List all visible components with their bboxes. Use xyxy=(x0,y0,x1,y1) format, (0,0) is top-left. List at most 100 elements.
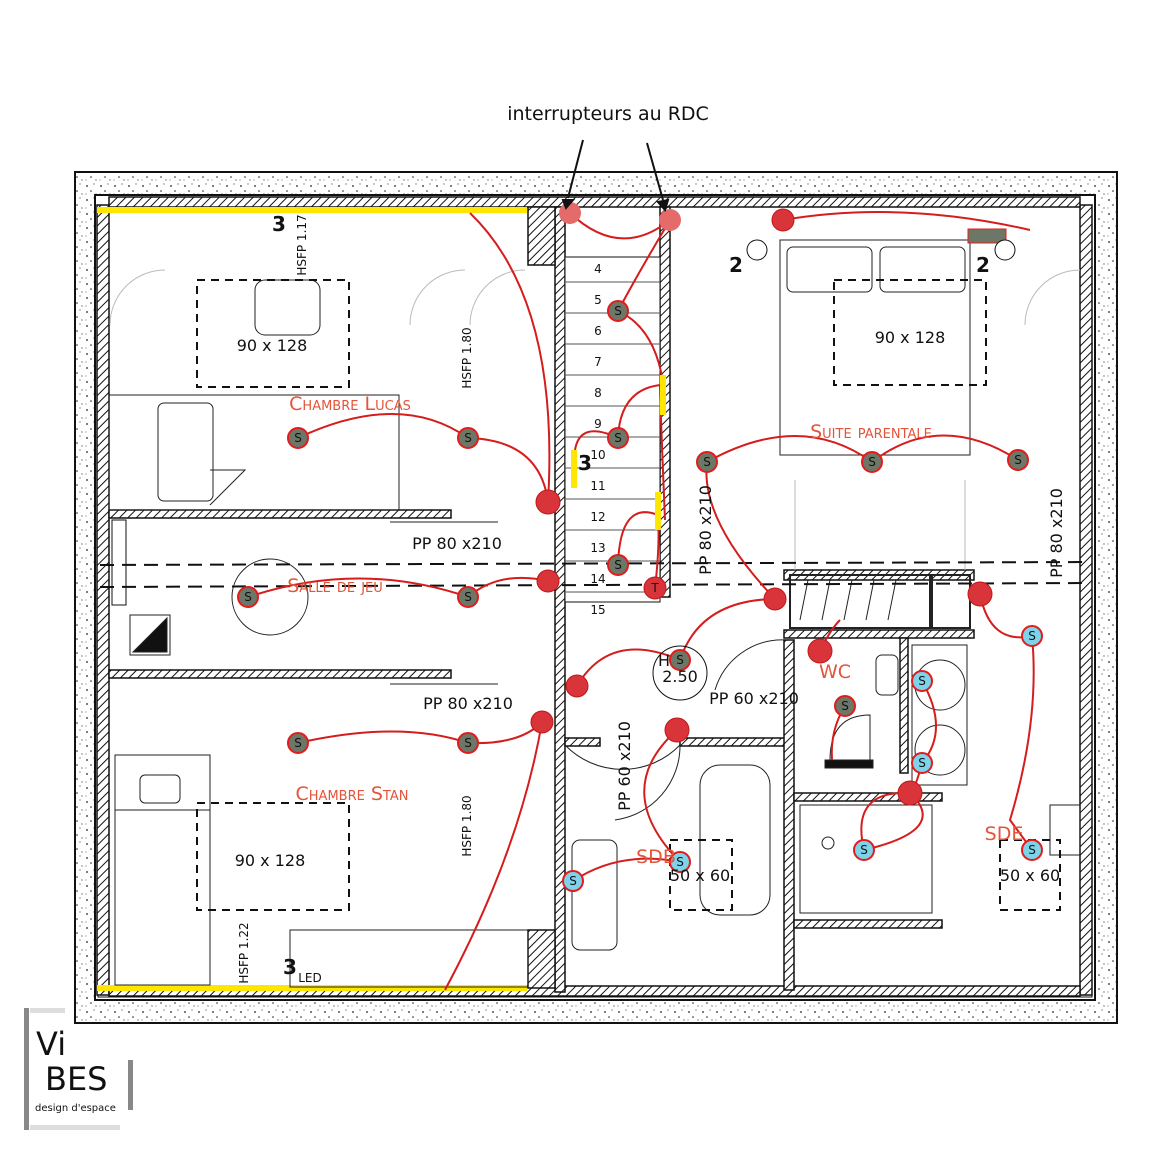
socket-wet: S xyxy=(911,670,933,692)
socket-dry: S xyxy=(1007,449,1029,471)
logo-tagline: design d'espace xyxy=(35,1103,116,1114)
marker-3-stairs: 3 xyxy=(578,451,592,475)
stair-step-number: 13 xyxy=(590,541,605,555)
room-label-chambre-stan: Chambre Stan xyxy=(296,783,409,805)
wall-light xyxy=(967,228,1007,244)
socket-dry: S xyxy=(669,649,691,671)
socket-label: S xyxy=(676,653,684,667)
socket-label: S xyxy=(1014,453,1022,467)
socket-icon xyxy=(562,870,584,892)
socket-icon xyxy=(1007,449,1029,471)
switch xyxy=(664,717,690,743)
socket-label: S xyxy=(244,590,252,604)
desk-dim-lucas: 90 x 128 xyxy=(237,336,308,355)
socket-label: S xyxy=(868,455,876,469)
wall-light xyxy=(994,239,1016,261)
socket-icon xyxy=(911,752,933,774)
door-dim-suite: PP 80 x210 xyxy=(696,485,715,575)
switch-rdc-1 xyxy=(559,202,581,224)
socket-dry: S xyxy=(607,554,629,576)
socket-label: S xyxy=(614,431,622,445)
socket-icon xyxy=(607,554,629,576)
socket-label: S xyxy=(918,674,926,688)
sdb-zone-dim: 50 x 60 xyxy=(670,866,730,885)
room-label-wc: WC xyxy=(819,661,851,683)
socket-dry: S xyxy=(457,732,479,754)
annotation-arrows xyxy=(561,139,670,213)
socket-icon xyxy=(457,427,479,449)
socket-label: S xyxy=(1028,843,1036,857)
socket-label: S xyxy=(703,455,711,469)
socket-dry: S xyxy=(287,732,309,754)
door-dim-stan: PP 80 x210 xyxy=(423,694,513,713)
socket-icon xyxy=(237,586,259,608)
switch xyxy=(771,208,795,232)
room-label-suite-parentale: Suite parentale xyxy=(810,421,932,443)
room-label-chambre-lucas: Chambre Lucas xyxy=(289,393,411,415)
socket-icon xyxy=(834,695,856,717)
led-strip-stairs xyxy=(571,450,577,488)
socket-icon xyxy=(669,851,691,873)
switch xyxy=(530,710,554,734)
stair-step-number: 10 xyxy=(590,448,605,462)
stair-step-number: 8 xyxy=(594,386,602,400)
annotation-label: interrupteurs au RDC xyxy=(507,103,709,125)
hsfp-lucas: HSFP 1.80 xyxy=(460,327,474,388)
stair-step-number: 15 xyxy=(590,603,605,617)
socket-label: S xyxy=(1028,629,1036,643)
switch xyxy=(565,674,589,698)
socket-icon xyxy=(457,732,479,754)
socket-wet: S xyxy=(853,839,875,861)
stair-step-number: 14 xyxy=(590,572,605,586)
socket-wet: S xyxy=(562,870,584,892)
socket-icon xyxy=(911,670,933,692)
socket-label: S xyxy=(860,843,868,857)
stair-step-number: 11 xyxy=(590,479,605,493)
desk-dim-suite: 90 x 128 xyxy=(875,328,946,347)
switch xyxy=(763,587,787,611)
socket-icon xyxy=(861,451,883,473)
switch xyxy=(536,569,560,593)
logo-line1: Vi xyxy=(36,1025,66,1063)
door-dim-wc: PP 60 x210 xyxy=(709,689,799,708)
stair-step-number: 4 xyxy=(594,262,602,276)
ceiling-h-label: H xyxy=(658,651,670,670)
room-label-sde: SDE xyxy=(985,823,1024,845)
socket-label: S xyxy=(464,736,472,750)
door-dim-right: PP 80 x210 xyxy=(1047,488,1066,578)
socket-label: S xyxy=(918,756,926,770)
socket-dry: S xyxy=(287,427,309,449)
socket-wet: S xyxy=(911,752,933,774)
socket-label: S xyxy=(614,304,622,318)
socket-icon xyxy=(696,451,718,473)
socket-icon xyxy=(607,300,629,322)
socket-icon xyxy=(607,427,629,449)
socket-dry: S xyxy=(834,695,856,717)
wall-light xyxy=(746,239,768,261)
stair-step-number: 7 xyxy=(594,355,602,369)
furniture xyxy=(108,239,1081,988)
desk-dim-stan: 90 x 128 xyxy=(235,851,306,870)
switch xyxy=(897,780,923,806)
socket-label: S xyxy=(464,431,472,445)
socket-icon xyxy=(287,427,309,449)
socket-label: S xyxy=(841,699,849,713)
room-label-salle-de-jeu: Salle de jeu xyxy=(287,575,383,597)
socket-label: S xyxy=(294,431,302,445)
stair-step-number: 6 xyxy=(594,324,602,338)
socket-icon xyxy=(457,586,479,608)
socket-label: S xyxy=(569,874,577,888)
socket-icon xyxy=(1021,625,1043,647)
switch-rdc-2 xyxy=(659,209,681,231)
ceiling-height-marker xyxy=(652,645,708,701)
socket-icon xyxy=(669,649,691,671)
switch xyxy=(807,638,833,664)
led-strip-stairs xyxy=(655,492,661,530)
led-label: LED xyxy=(298,971,322,985)
socket-icon xyxy=(1021,839,1043,861)
led-strip-bottom xyxy=(97,985,527,991)
marker-2-left: 2 xyxy=(729,253,743,277)
stair-step-number: 9 xyxy=(594,417,602,431)
